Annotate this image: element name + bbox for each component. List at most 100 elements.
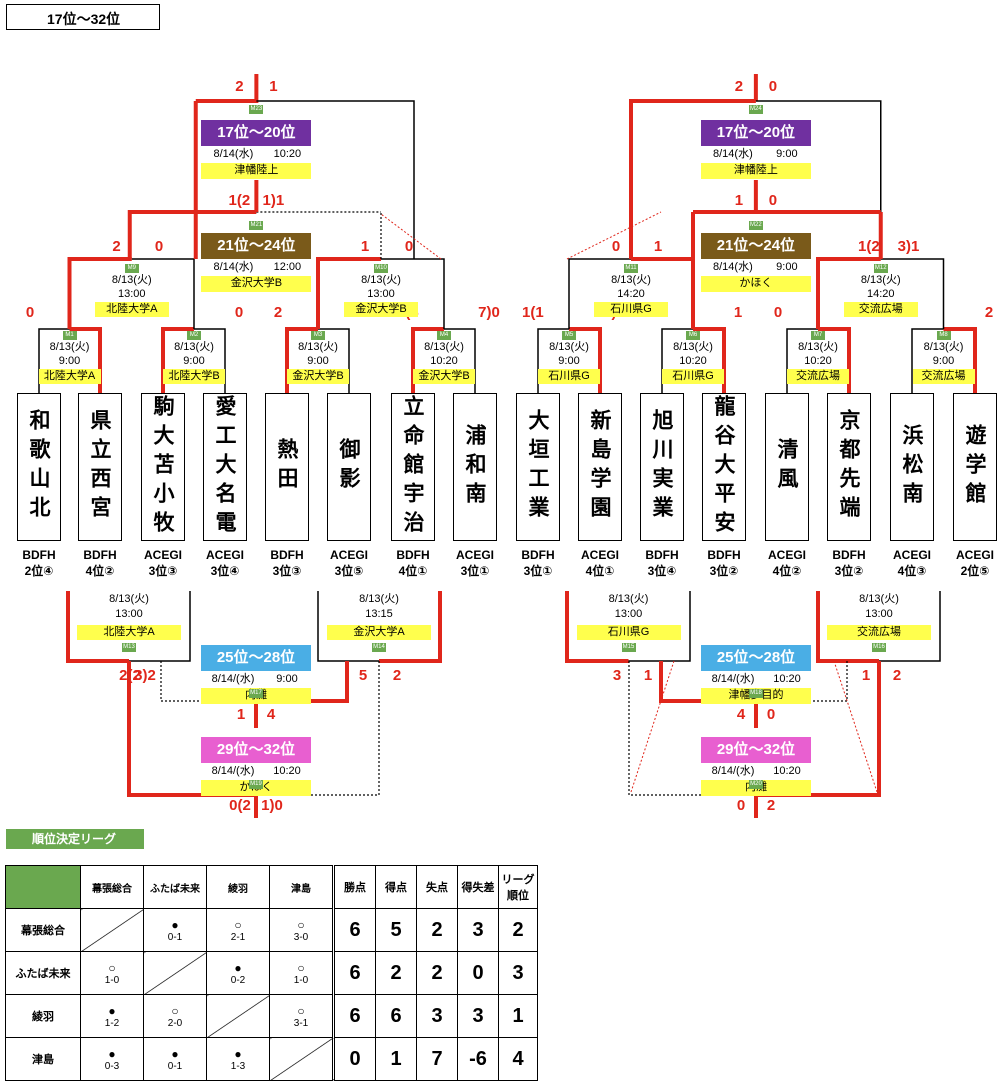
bracket-line <box>818 327 851 393</box>
match-id-badge: M13 <box>122 643 136 652</box>
team-league-rank: 3位① <box>523 564 553 578</box>
team-box: 浦和南 <box>453 393 497 541</box>
venue-label: 金沢大学B <box>201 276 312 292</box>
result-mark: ● <box>234 1046 242 1061</box>
bracket-line <box>879 591 941 662</box>
bracket-line <box>66 591 129 663</box>
stat-header: 得失差 <box>457 865 499 909</box>
match-id-badge: M21 <box>249 221 264 230</box>
score-right: 7)0 <box>478 304 500 321</box>
match-time: 10:20 <box>679 355 707 367</box>
stat-cell: 3 <box>457 994 499 1038</box>
score-right: 2 <box>984 304 994 321</box>
match-time: 9:00 <box>558 355 580 367</box>
result-mark: ○ <box>297 1003 305 1018</box>
match-time: 9:00 <box>307 355 329 367</box>
match-id-badge: M6 <box>686 331 700 340</box>
team-box: 御影 <box>327 393 371 541</box>
match-time: 14:20 <box>617 288 645 300</box>
match-id-badge: M19 <box>249 780 263 789</box>
match-date: 8/13(火) <box>549 341 589 353</box>
match-date: 8/14/(水) <box>211 765 255 777</box>
table-corner <box>5 865 81 909</box>
team-box: 遊学館 <box>953 393 997 541</box>
venue-label: 北陸大学A <box>94 302 169 317</box>
team-box: 県立西宮 <box>78 393 122 541</box>
score-right: 3)1 <box>897 238 920 255</box>
stat-header: 勝点 <box>332 865 376 909</box>
score-right: 1 <box>269 78 278 95</box>
venue-label: 津幡陸上 <box>700 163 811 179</box>
match-date: 8/13(火) <box>49 341 90 353</box>
score-right: 1 <box>653 238 663 255</box>
venue-label: 石川県G <box>594 302 668 317</box>
result-cell: ●1-2 <box>80 994 144 1038</box>
team-group: BDFH <box>83 548 117 562</box>
rank-title: 29位～32位 <box>701 737 811 763</box>
match-id-badge: M9 <box>124 264 139 273</box>
score-left: 3 <box>612 667 622 684</box>
team-league-rank: 3位③ <box>272 564 302 578</box>
team-group: ACEGI <box>455 548 494 562</box>
result-cell: ○2-1 <box>206 908 270 952</box>
match-date: 8/14/(水) <box>711 673 755 685</box>
match-time: 13:00 <box>865 608 893 620</box>
result-mark: ● <box>171 1046 179 1061</box>
bracket-line <box>628 661 756 796</box>
bracket-line <box>630 660 675 793</box>
match-id-badge: M2 <box>187 331 201 340</box>
match-id-badge: M15 <box>621 643 636 652</box>
stat-header: リーグ順位 <box>498 865 538 909</box>
score-right: 2 <box>392 667 402 684</box>
result-score: 0-1 <box>167 1060 183 1072</box>
team-league-rank: 3位⑤ <box>334 564 364 578</box>
stat-cell: 6 <box>375 994 417 1038</box>
bracket-line <box>316 257 381 329</box>
bracket-line <box>318 328 350 393</box>
score-left: 2(2 <box>119 667 141 684</box>
match-time: 9:00 <box>776 148 798 160</box>
team-group: BDFH <box>832 548 866 562</box>
score-left: 2 <box>273 304 283 321</box>
score-right: 0 <box>234 304 244 321</box>
result-score: 3-0 <box>293 931 309 943</box>
bracket-line <box>755 100 882 259</box>
page-title: 17位～32位 <box>6 4 160 30</box>
team-box: 清風 <box>765 393 809 541</box>
result-score: 2-0 <box>167 1017 183 1029</box>
bracket-line <box>379 591 442 663</box>
diagonal-cell <box>269 1037 334 1081</box>
team-group: ACEGI <box>955 548 994 562</box>
result-mark: ○ <box>297 960 305 975</box>
match-date: 8/13(火) <box>109 593 149 605</box>
result-cell: ○3-0 <box>269 908 334 952</box>
match-time: 13:00 <box>367 288 395 300</box>
match-time: 12:00 <box>273 261 302 273</box>
bracket-line <box>256 100 415 259</box>
team-group: ACEGI <box>892 548 931 562</box>
match-date: 8/13(火) <box>859 593 899 605</box>
result-cell: ●0-2 <box>206 951 270 995</box>
match-time: 9:00 <box>58 355 81 367</box>
score-left: 1(1 <box>522 304 544 321</box>
match-time: 13:00 <box>115 608 143 620</box>
match-id-badge: M20 <box>749 780 763 789</box>
result-score: 1-0 <box>104 974 120 986</box>
match-date: 8/14/(水) <box>211 673 255 685</box>
bracket-line <box>195 74 259 103</box>
match-id-badge: M22 <box>748 221 763 230</box>
bracket-line <box>833 660 878 793</box>
rank-title: 25位～28位 <box>201 645 311 671</box>
stat-cell: 1 <box>498 994 538 1038</box>
score-left: 1 <box>861 667 871 684</box>
result-score: 1-0 <box>293 974 309 986</box>
team-box: 新島学園 <box>578 393 622 541</box>
bracket-line <box>628 591 691 662</box>
team-league-rank: 4位① <box>585 564 615 578</box>
score-left: 1(2 <box>858 238 880 255</box>
score-right: 2 <box>892 667 902 684</box>
diagonal-cell <box>80 908 144 952</box>
